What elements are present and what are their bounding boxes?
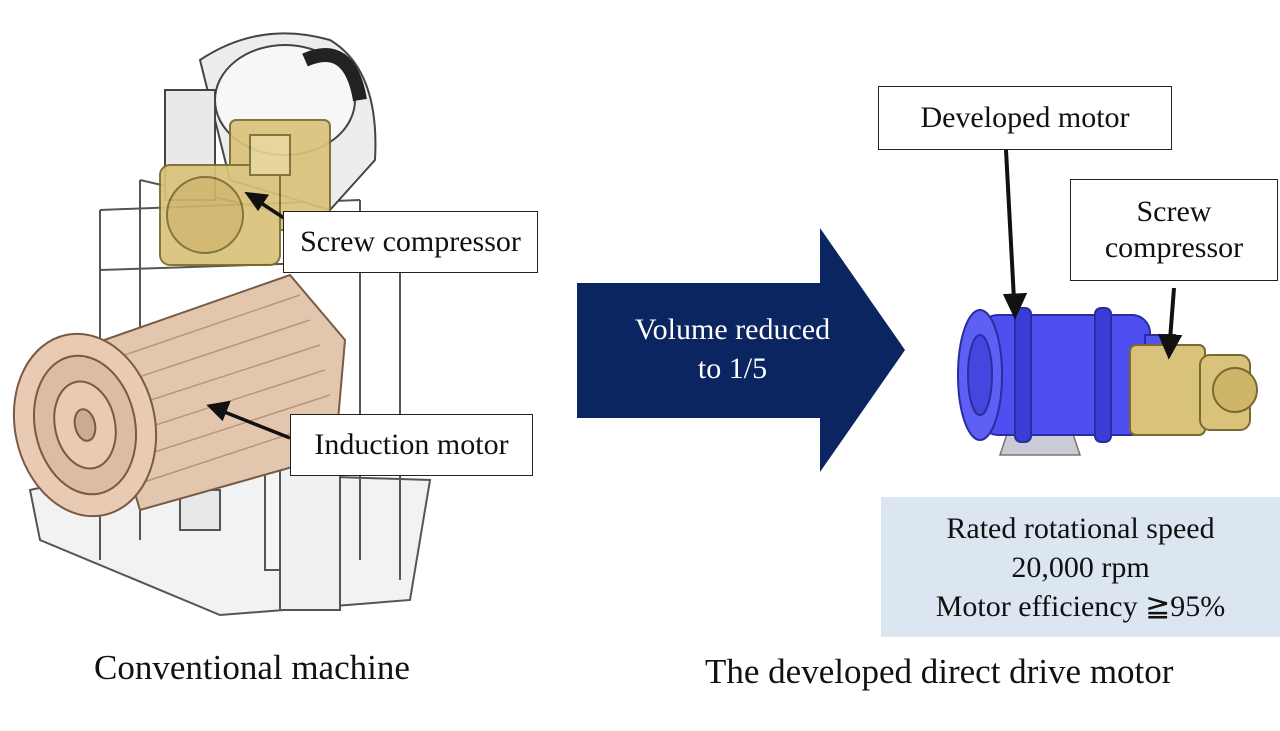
- spec-line-efficiency: Motor efficiency ≧95%: [935, 589, 1226, 623]
- arrow-shape: [577, 228, 905, 472]
- volume-reduction-arrow: [577, 228, 905, 472]
- developed-compressor-line2: compressor: [1104, 231, 1244, 264]
- developed-motor-callout: Developed motor: [878, 86, 1172, 150]
- conventional-machine-caption: Conventional machine: [94, 648, 410, 687]
- developed-motor-illustration: [957, 307, 1258, 456]
- spec-line-rpm: 20,000 rpm: [1011, 550, 1150, 584]
- induction-motor-callout: Induction motor: [290, 414, 533, 476]
- spec-box: Rated rotational speed 20,000 rpm Motor …: [881, 497, 1280, 637]
- spec-line-rated-speed: Rated rotational speed: [946, 511, 1215, 545]
- arrow-label-line2: to 1/5: [697, 352, 768, 385]
- conventional-machine-illustration: [12, 32, 432, 617]
- screw-compressor-callout: Screw compressor: [283, 211, 538, 273]
- arrow-label-line1: Volume reduced: [634, 313, 831, 346]
- arrow-label: Volume reduced to 1/5: [590, 310, 875, 388]
- developed-screw-compressor-callout: Screw compressor: [1070, 179, 1278, 281]
- developed-compressor-line1: Screw: [1136, 195, 1212, 228]
- developed-motor-caption: The developed direct drive motor: [705, 652, 1174, 691]
